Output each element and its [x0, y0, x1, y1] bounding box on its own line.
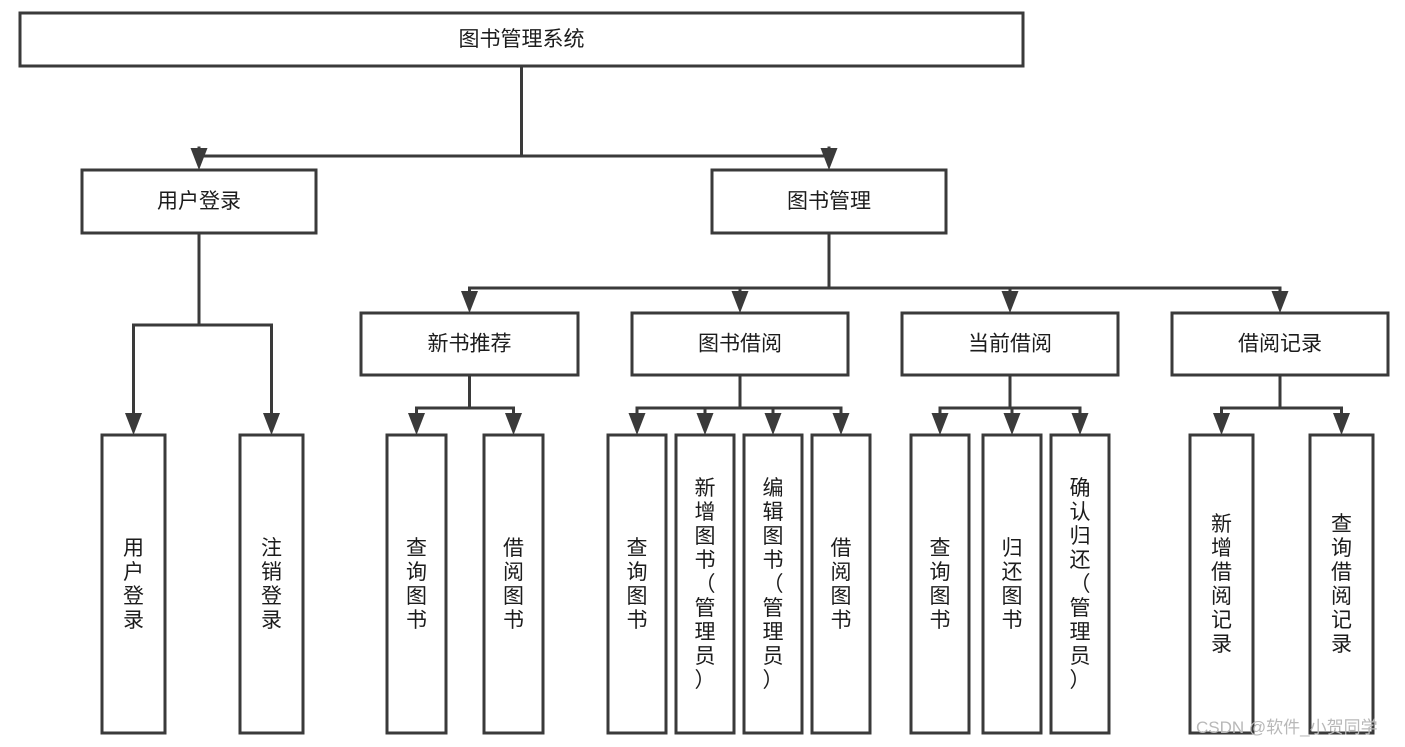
edge-group-book-borrow: [628, 373, 850, 435]
edge-group-root: [190, 64, 838, 170]
node-leaf-br-add[interactable]: 新增借阅记录: [1188, 433, 1255, 735]
arrow-head-icon: [1333, 413, 1350, 435]
node-user-login[interactable]: 用户登录: [80, 168, 318, 235]
node-label: 图书管理系统: [459, 28, 585, 51]
node-box: [18, 11, 1025, 68]
node-root[interactable]: 图书管理系统: [18, 11, 1025, 68]
arrow-head-icon: [461, 291, 478, 313]
node-box: [1049, 433, 1111, 735]
node-box: [900, 311, 1120, 377]
arrow-head-icon: [1003, 413, 1021, 435]
arrow-head-icon: [505, 413, 522, 435]
node-label: 当前借阅: [968, 333, 1052, 356]
node-box: [1170, 311, 1390, 377]
node-label: 确认归还（管理员）: [1070, 477, 1091, 692]
node-box: [630, 311, 850, 377]
node-leaf-rec-borrow[interactable]: 借阅图书: [482, 433, 545, 735]
node-leaf-cb-confirm[interactable]: 确认归还（管理员）: [1049, 433, 1111, 735]
node-label: 新增图书（管理员）: [695, 477, 716, 692]
arrow-head-icon: [931, 413, 949, 435]
node-label: 编辑图书（管理员）: [763, 477, 784, 692]
arrow-head-icon: [696, 413, 714, 435]
node-label: 图书管理: [787, 190, 871, 213]
node-label: 借阅图书: [831, 537, 852, 632]
node-borrow-record[interactable]: 借阅记录: [1170, 311, 1390, 377]
node-label: 图书借阅: [698, 333, 782, 356]
node-box: [238, 433, 305, 735]
connector-layer: [125, 64, 1350, 435]
node-label: 查询图书: [406, 537, 427, 632]
node-current-borrow[interactable]: 当前借阅: [900, 311, 1120, 377]
arrow-head-icon: [263, 413, 280, 435]
node-new-book-rec[interactable]: 新书推荐: [359, 311, 580, 377]
node-leaf-bb-query[interactable]: 查询图书: [606, 433, 668, 735]
edge-group-borrow-record: [1213, 373, 1350, 435]
node-leaf-bb-edit[interactable]: 编辑图书（管理员）: [742, 433, 804, 735]
node-leaf-cb-return[interactable]: 归还图书: [981, 433, 1043, 735]
arrow-head-icon: [1213, 413, 1230, 435]
node-label: 用户登录: [157, 190, 241, 213]
node-label: 借阅图书: [503, 537, 524, 632]
arrow-head-icon: [125, 413, 142, 435]
node-label: 借阅记录: [1238, 333, 1322, 356]
node-box: [1308, 433, 1375, 735]
arrow-head-icon: [628, 413, 646, 435]
node-label: 查询图书: [627, 537, 648, 632]
node-leaf-bb-add[interactable]: 新增图书（管理员）: [674, 433, 736, 735]
node-box: [810, 433, 872, 735]
arrow-head-icon: [764, 413, 782, 435]
node-label: 归还图书: [1002, 537, 1023, 632]
node-book-mgmt[interactable]: 图书管理: [710, 168, 948, 235]
edge-group-book-mgmt: [461, 231, 1289, 313]
node-label: 查询图书: [930, 537, 951, 632]
edge-group-new-book-rec: [408, 373, 522, 435]
node-leaf-cb-query[interactable]: 查询图书: [909, 433, 971, 735]
arrow-head-icon: [1001, 291, 1019, 313]
node-label: 查询借阅记录: [1331, 513, 1352, 656]
node-box: [674, 433, 736, 735]
node-box: [742, 433, 804, 735]
node-box: [80, 168, 318, 235]
node-leaf-rec-query[interactable]: 查询图书: [385, 433, 448, 735]
arrow-head-icon: [190, 148, 208, 170]
arrow-head-icon: [820, 148, 838, 170]
node-label: 新书推荐: [428, 333, 512, 356]
node-layer: 图书管理系统用户登录图书管理新书推荐图书借阅当前借阅借阅记录用户登录注销登录查询…: [18, 11, 1390, 735]
node-leaf-bb-borrow[interactable]: 借阅图书: [810, 433, 872, 735]
node-box: [909, 433, 971, 735]
arrow-head-icon: [408, 413, 425, 435]
edge-group-user-login: [125, 231, 280, 435]
node-leaf-user-login[interactable]: 用户登录: [100, 433, 167, 735]
node-label: 新增借阅记录: [1211, 513, 1232, 656]
node-box: [1188, 433, 1255, 735]
node-label: 用户登录: [123, 537, 144, 632]
node-box: [981, 433, 1043, 735]
arrow-head-icon: [1271, 291, 1289, 313]
node-box: [482, 433, 545, 735]
edge-group-current-borrow: [931, 373, 1089, 435]
node-box: [385, 433, 448, 735]
node-box: [710, 168, 948, 235]
node-label: 注销登录: [261, 537, 282, 632]
arrow-head-icon: [1071, 413, 1089, 435]
node-box: [359, 311, 580, 377]
arrow-head-icon: [832, 413, 850, 435]
node-leaf-logout[interactable]: 注销登录: [238, 433, 305, 735]
arrow-head-icon: [731, 291, 749, 313]
node-book-borrow[interactable]: 图书借阅: [630, 311, 850, 377]
node-box: [100, 433, 167, 735]
node-leaf-br-query[interactable]: 查询借阅记录: [1308, 433, 1375, 735]
node-box: [606, 433, 668, 735]
